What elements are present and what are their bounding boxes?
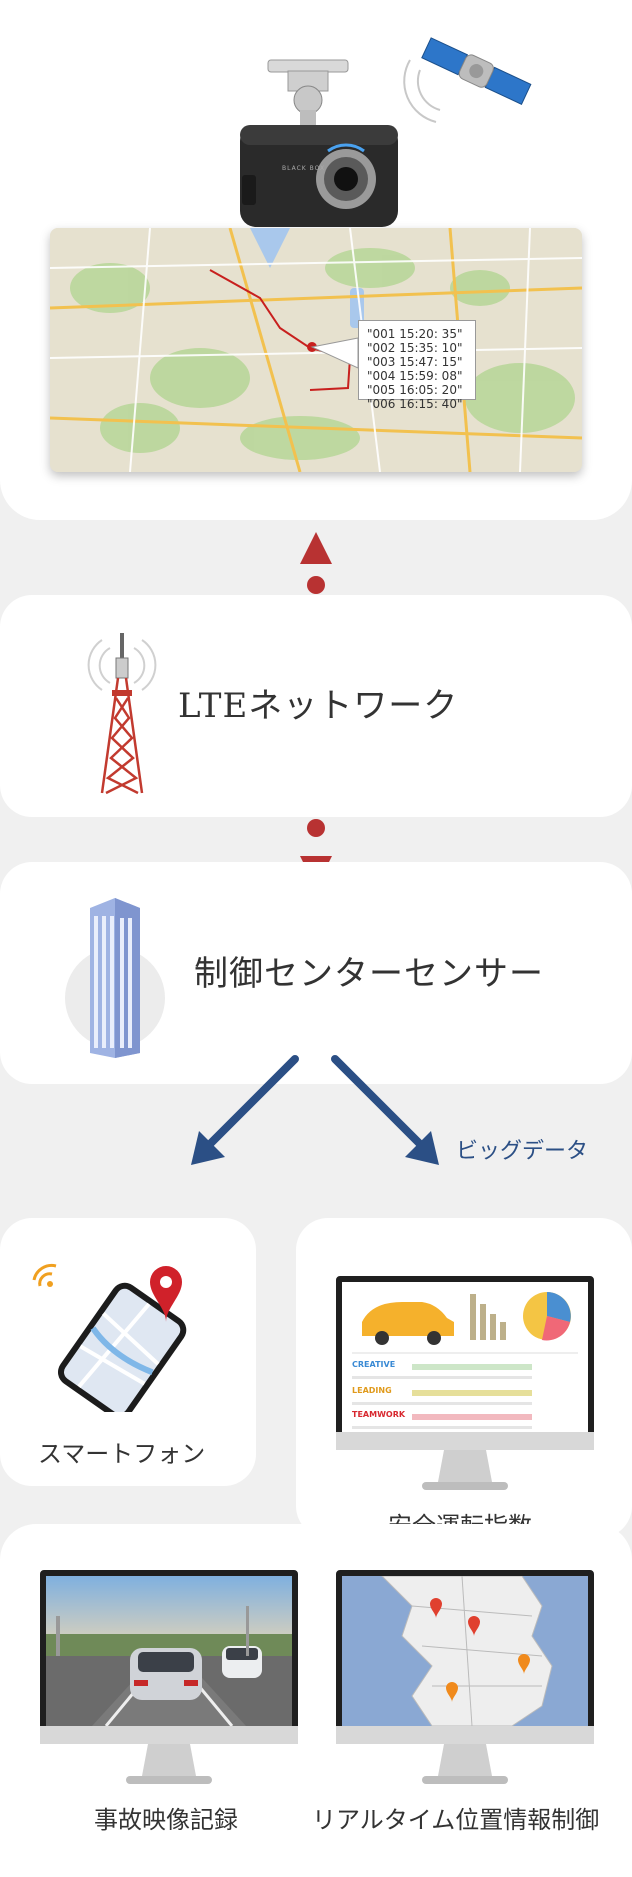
lte-network-label: LTEネットワーク xyxy=(178,686,459,726)
map-background xyxy=(50,228,582,472)
report-row-teamwork: TEAMWORK xyxy=(352,1410,406,1419)
accident-video-label: 事故映像記録 xyxy=(94,1806,238,1834)
gps-log-popup: "001 15:20: 35" "002 15:35: 10" "003 15:… xyxy=(358,320,476,411)
gps-log-entry: "004 15:59: 08" xyxy=(367,369,463,383)
smartphone-label: スマートフォン xyxy=(38,1440,206,1468)
monitor-stand xyxy=(336,1726,594,1784)
dashcam-device: BLACK BOX xyxy=(238,55,400,230)
gps-log-entry: "002 15:35: 10" xyxy=(367,341,463,355)
monitor-screen xyxy=(336,1570,594,1732)
gps-map: "001 15:20: 35" "002 15:35: 10" "003 15:… xyxy=(50,228,582,472)
bigdata-label: ビッグデータ xyxy=(456,1139,589,1164)
gps-log-entry: "003 15:47: 15" xyxy=(367,355,463,369)
accident-video-monitor xyxy=(40,1570,298,1790)
monitor-screen xyxy=(40,1570,298,1732)
realtime-location-label: リアルタイム位置情報制御 xyxy=(312,1806,600,1834)
safe-driving-monitor: CREATIVE LEADING TEAMWORK xyxy=(336,1276,594,1494)
smartphone-icon xyxy=(30,1262,220,1420)
cell-tower-icon xyxy=(82,628,162,798)
building-icon xyxy=(60,888,170,1058)
lte-network-card xyxy=(0,595,632,817)
monitor-stand xyxy=(336,1432,594,1490)
distribution-arrows xyxy=(185,1055,445,1170)
control-center-label: 制御センターセンサー xyxy=(194,954,544,994)
report-row-creative: CREATIVE xyxy=(352,1360,396,1369)
gps-log-entry: "006 16:15: 40" xyxy=(367,397,463,411)
realtime-location-monitor xyxy=(336,1570,594,1790)
gps-log-entry: "001 15:20: 35" xyxy=(367,327,463,341)
gps-log-entry: "005 16:05: 20" xyxy=(367,383,463,397)
satellite-icon xyxy=(400,30,550,125)
monitor-screen: CREATIVE LEADING TEAMWORK xyxy=(336,1276,594,1438)
report-row-leading: LEADING xyxy=(352,1386,392,1395)
dashcam-brand: BLACK BOX xyxy=(282,165,326,172)
monitor-stand xyxy=(40,1726,298,1784)
